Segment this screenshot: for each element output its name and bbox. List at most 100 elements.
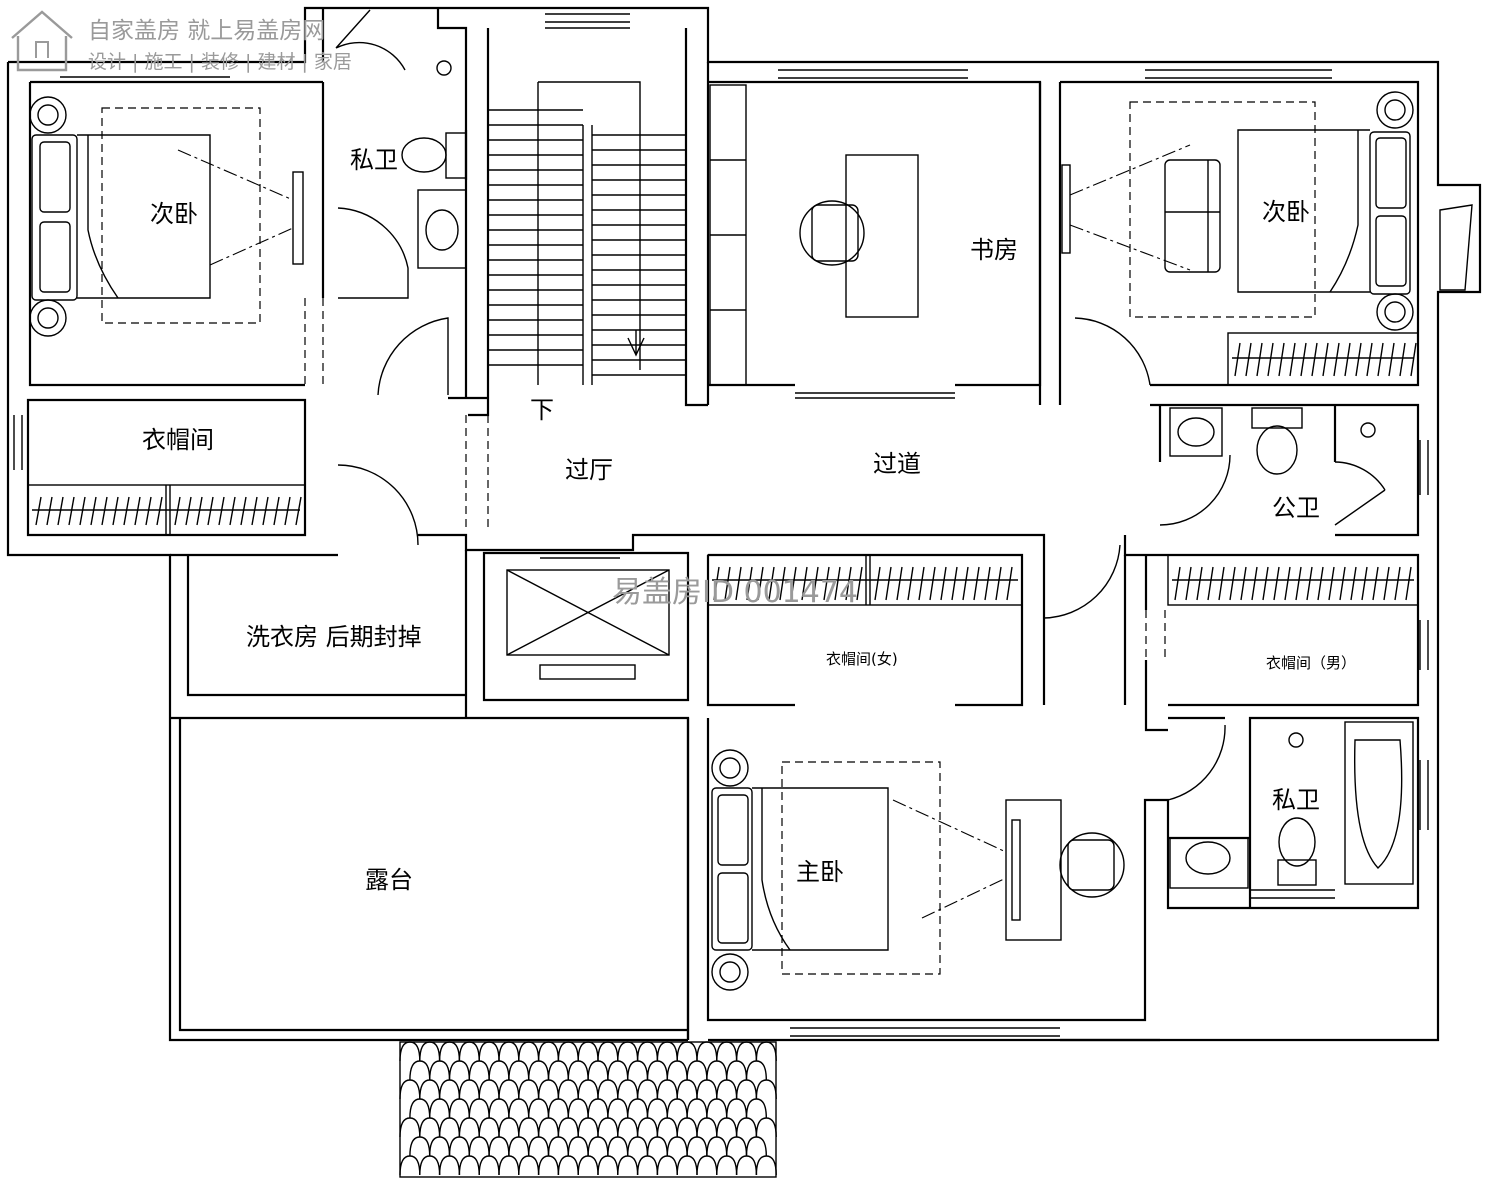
hanger xyxy=(885,566,892,601)
step-tile xyxy=(448,1060,470,1081)
wardrobes xyxy=(27,332,1419,606)
step-tile xyxy=(735,1079,758,1100)
step-tile xyxy=(636,1117,659,1138)
label-terrace: 露台 xyxy=(365,866,413,894)
hanger xyxy=(1251,566,1258,601)
step-tile xyxy=(617,1079,639,1100)
step-tile xyxy=(666,1136,688,1157)
step-tile xyxy=(498,1079,520,1100)
label-cloakroom-male: 衣帽间（男） xyxy=(1266,654,1356,672)
step-tile xyxy=(478,1041,500,1062)
hanger xyxy=(1174,566,1181,601)
elevator-shaft xyxy=(506,569,670,680)
step-tile xyxy=(498,1117,520,1138)
hanger xyxy=(1383,566,1390,601)
hanger xyxy=(1196,566,1203,601)
hanger xyxy=(1328,566,1335,601)
step-tile xyxy=(755,1117,777,1138)
step-tile xyxy=(656,1117,678,1138)
step-tile xyxy=(488,1060,510,1081)
hanger xyxy=(1267,342,1274,377)
hanger xyxy=(101,496,108,526)
hanger xyxy=(1355,342,1362,377)
step-tile xyxy=(666,1098,688,1119)
step-tile xyxy=(755,1155,777,1176)
step-tile xyxy=(547,1098,569,1119)
step-tile xyxy=(518,1041,540,1062)
step-tile xyxy=(438,1117,461,1138)
step-tile xyxy=(735,1117,758,1138)
hanger xyxy=(240,496,247,526)
windows xyxy=(7,7,1439,1037)
hanger xyxy=(907,566,914,601)
hanger xyxy=(845,566,852,601)
step-tile xyxy=(458,1041,480,1062)
step-tile xyxy=(458,1155,480,1176)
step-tile xyxy=(567,1136,589,1157)
step-tile xyxy=(686,1060,708,1081)
hanger xyxy=(757,566,764,601)
hanger xyxy=(79,496,86,526)
label-foyer: 过厅 xyxy=(565,456,613,484)
step-tile xyxy=(706,1136,728,1157)
hanger xyxy=(1344,342,1351,377)
step-tile xyxy=(419,1155,441,1176)
right-alcove xyxy=(1439,204,1473,291)
step-tile xyxy=(755,1079,777,1100)
step-tile xyxy=(696,1117,718,1138)
step-tile xyxy=(716,1079,738,1100)
hanger xyxy=(834,566,841,601)
hanger xyxy=(295,496,302,526)
hanger xyxy=(801,566,808,601)
hanger xyxy=(1234,342,1241,377)
room-labels: 次卧 私卫 书房 次卧 衣帽间 过厅 过道 下 公卫 洗衣房 后期封掉 衣帽间(… xyxy=(142,146,1356,894)
hanger xyxy=(812,566,819,601)
step-tile xyxy=(537,1041,560,1062)
step-tile xyxy=(577,1117,599,1138)
hanger xyxy=(1278,342,1285,377)
step-tile xyxy=(567,1060,589,1081)
step-tile xyxy=(745,1060,767,1081)
beds xyxy=(29,91,1414,991)
stairs xyxy=(488,81,686,385)
step-tile xyxy=(419,1079,441,1100)
step-tile xyxy=(419,1041,441,1062)
step-tile xyxy=(597,1079,619,1100)
step-tile xyxy=(627,1136,649,1157)
hanger xyxy=(1317,566,1324,601)
step-tile xyxy=(547,1136,569,1157)
study-furniture xyxy=(709,84,955,399)
step-tile xyxy=(567,1098,589,1119)
watermark-center-id: 易盖房ID 001474 xyxy=(612,575,858,610)
hanger xyxy=(174,496,181,526)
step-tile xyxy=(557,1117,579,1138)
step-tile xyxy=(448,1098,470,1119)
label-stair-down: 下 xyxy=(530,396,554,424)
hanger xyxy=(1388,342,1395,377)
step-tile xyxy=(617,1117,639,1138)
label-laundry: 洗衣房 后期封掉 xyxy=(246,623,422,651)
label-cloakroom-female: 衣帽间(女) xyxy=(826,650,898,668)
hanger xyxy=(1372,566,1379,601)
hanger xyxy=(1394,566,1401,601)
outer-walls xyxy=(6,6,1482,1042)
step-tile xyxy=(726,1098,748,1119)
hanger xyxy=(1006,566,1013,601)
hanger xyxy=(1273,566,1280,601)
hanger xyxy=(1306,566,1313,601)
step-tile xyxy=(607,1060,629,1081)
step-tile xyxy=(607,1136,629,1157)
step-tile xyxy=(607,1098,629,1119)
step-tile xyxy=(498,1155,520,1176)
step-tile xyxy=(537,1079,560,1100)
step-tile xyxy=(617,1041,639,1062)
hanger xyxy=(207,496,214,526)
step-tile xyxy=(458,1079,480,1100)
step-tile xyxy=(409,1098,431,1119)
hanger xyxy=(1229,566,1236,601)
hanger xyxy=(35,496,42,526)
hanger xyxy=(218,496,225,526)
step-tile xyxy=(429,1136,451,1157)
hanger xyxy=(134,496,141,526)
hanger xyxy=(1333,342,1340,377)
